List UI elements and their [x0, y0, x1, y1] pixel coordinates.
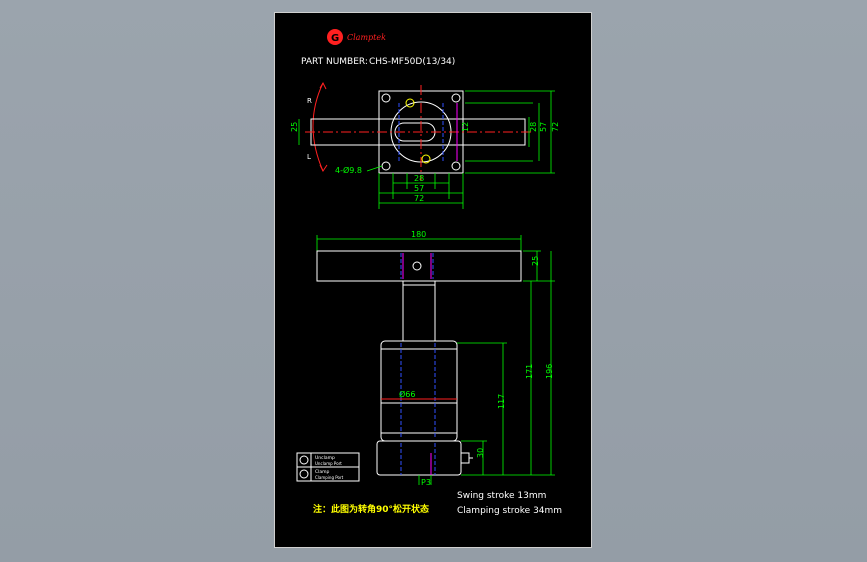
top-view: R L 25 12 28 57 — [290, 81, 560, 209]
side-view: 180 25 Ø66 — [316, 230, 555, 487]
dim-bottom-outer: 72 — [414, 194, 424, 203]
dim-slot-width: 12 — [461, 122, 470, 132]
rotation-arc — [312, 82, 324, 172]
logo: G Clamptek — [327, 29, 386, 45]
note-text: 注：此图为转角90°松开状态 — [313, 503, 429, 515]
dim-port: P3 — [421, 478, 431, 487]
dim-right-mid: 57 — [539, 122, 548, 132]
legend-row1-title: Unclamp — [315, 455, 335, 461]
dim-body-height: 117 — [497, 394, 506, 409]
port-fitting-icon — [460, 452, 470, 464]
dim-bottom-mid: 57 — [414, 184, 424, 193]
rotation-left-label: L — [307, 153, 311, 161]
spec-clamping: Clamping stroke 34mm — [457, 506, 562, 516]
legend-row2-sub: Clamping Port — [315, 475, 344, 480]
legend-unclamp-icon — [299, 455, 309, 465]
part-number-label: PART NUMBER: — [301, 57, 368, 67]
legend: Unclamp Unclamp Port Clamp Clamping Port — [296, 452, 360, 482]
part-number-value: CHS-MF50D(13/34) — [369, 57, 455, 67]
drawing-svg: G Clamptek PART NUMBER: CHS-MF50D(13/34)… — [290, 29, 562, 516]
rotation-right-label: R — [307, 97, 312, 105]
legend-row2-title: Clamp — [315, 469, 330, 475]
dim-base-height: 30 — [476, 448, 485, 458]
arm-side-view — [316, 250, 522, 282]
legend-row1-sub: Unclamp Port — [315, 461, 342, 466]
dim-stroke-height: 171 — [525, 364, 534, 379]
dim-arm-length: 180 — [411, 230, 426, 239]
drawing-sheet: G Clamptek PART NUMBER: CHS-MF50D(13/34)… — [274, 12, 592, 548]
dim-total-height: 196 — [545, 364, 554, 379]
dim-right-inner: 28 — [529, 122, 538, 132]
piston-rod — [402, 280, 436, 342]
dim-arm-thickness: 25 — [531, 256, 540, 266]
dim-bottom-inner: 28 — [414, 174, 424, 183]
dim-arm-width: 25 — [290, 122, 299, 132]
logo-mark-letter: G — [331, 33, 339, 44]
cylinder-base — [376, 440, 462, 476]
logo-mark-icon — [327, 29, 343, 45]
legend-clamp-icon — [299, 469, 309, 479]
logo-text: Clamptek — [347, 33, 386, 42]
dim-right-outer: 72 — [551, 122, 560, 132]
spec-swing: Swing stroke 13mm — [457, 491, 546, 501]
cylinder-body — [380, 340, 458, 442]
dim-body-diameter: Ø66 — [399, 389, 415, 399]
hole-callout: 4-Ø9.8 — [335, 165, 362, 175]
